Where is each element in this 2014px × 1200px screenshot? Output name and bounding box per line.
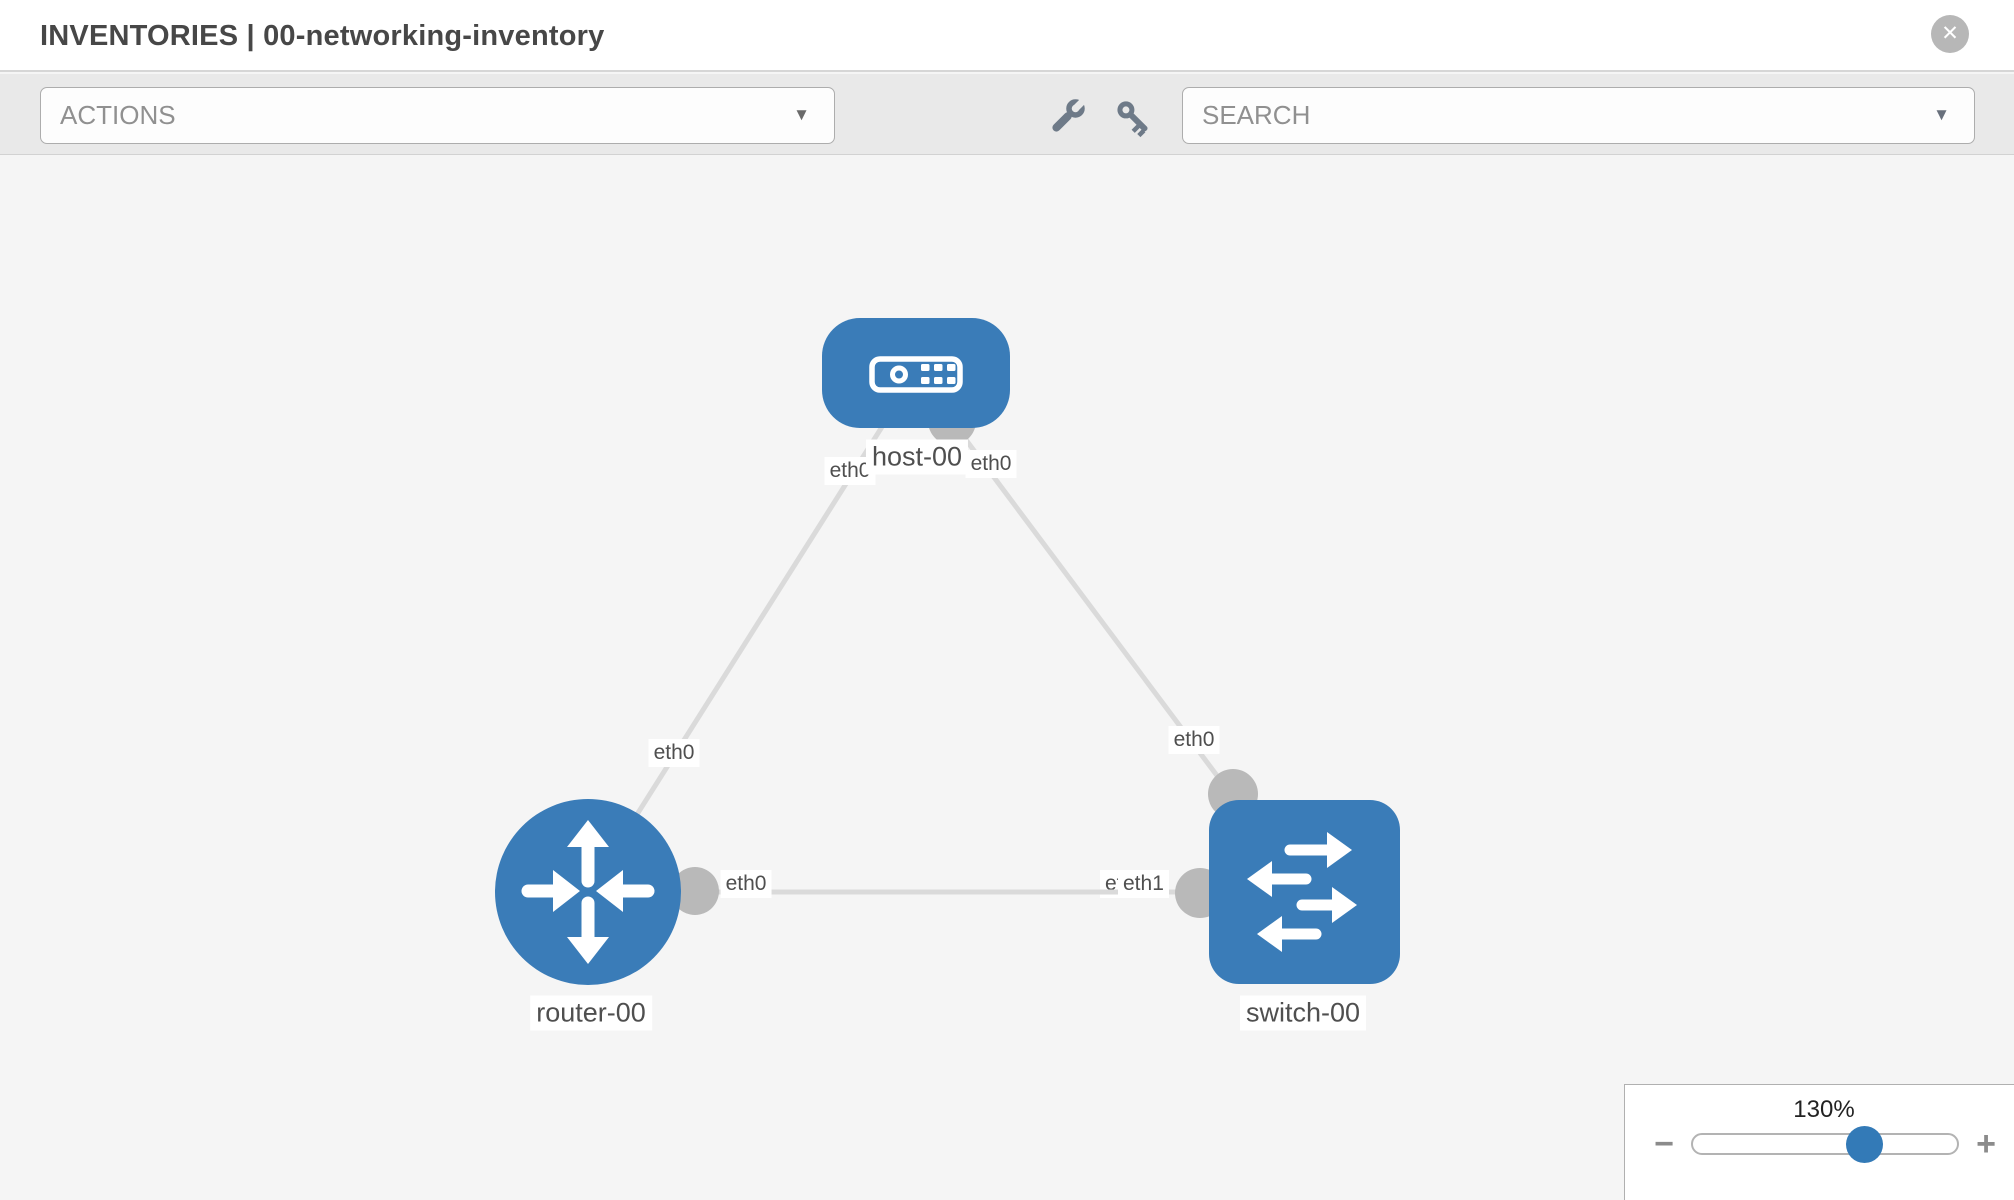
zoom-panel: 130% − + bbox=[1624, 1084, 2014, 1200]
interface-label-router-eth0: eth0 bbox=[720, 870, 772, 898]
close-icon: ✕ bbox=[1941, 22, 1959, 45]
actions-dropdown-label: ACTIONS bbox=[60, 100, 176, 130]
topology-graph bbox=[495, 318, 1400, 985]
search-dropdown[interactable]: SEARCH ▼ bbox=[1182, 87, 1975, 144]
node-switch[interactable] bbox=[1209, 800, 1400, 984]
chevron-down-icon: ▼ bbox=[1933, 104, 1950, 124]
zoom-slider-track[interactable] bbox=[1691, 1133, 1959, 1155]
actions-dropdown[interactable]: ACTIONS ▼ bbox=[40, 87, 835, 144]
interface-label-host-eth0-right: eth0 bbox=[965, 450, 1017, 478]
node-label-host[interactable]: host-00 bbox=[865, 439, 969, 475]
header-bar: INVENTORIES | 00-networking-inventory ✕ bbox=[0, 0, 2014, 72]
node-router[interactable] bbox=[495, 799, 681, 985]
wrench-icon[interactable] bbox=[1039, 89, 1095, 145]
node-label-router[interactable]: router-00 bbox=[530, 995, 652, 1031]
node-label-switch[interactable]: switch-00 bbox=[1239, 995, 1367, 1031]
zoom-in-button[interactable]: + bbox=[1976, 1127, 1996, 1161]
host-icon bbox=[869, 356, 963, 393]
router-icon bbox=[521, 820, 655, 964]
switch-icon bbox=[1247, 832, 1357, 952]
interface-label-link-host-switch: eth0 bbox=[1168, 726, 1220, 754]
zoom-level: 130% bbox=[1793, 1096, 1855, 1123]
interface-label-switch-eth1: eth1 bbox=[1118, 870, 1169, 898]
toolbar: ACTIONS ▼ SEARCH ▼ bbox=[0, 74, 2014, 155]
interface-label-link-host-router: eth0 bbox=[648, 739, 700, 767]
close-button[interactable]: ✕ bbox=[1931, 15, 1969, 53]
page-title: INVENTORIES | 00-networking-inventory bbox=[40, 20, 605, 52]
search-dropdown-label: SEARCH bbox=[1202, 100, 1311, 130]
chevron-down-icon: ▼ bbox=[793, 104, 810, 124]
plus-icon: + bbox=[1976, 1125, 1996, 1163]
minus-icon: − bbox=[1654, 1125, 1674, 1163]
interface-dot-router bbox=[671, 867, 719, 915]
zoom-slider-thumb[interactable] bbox=[1846, 1126, 1883, 1163]
topology-canvas[interactable]: eth0 bbox=[0, 156, 2014, 1200]
zoom-out-button[interactable]: − bbox=[1654, 1127, 1674, 1161]
key-icon[interactable] bbox=[1105, 89, 1161, 145]
node-host[interactable] bbox=[822, 318, 1010, 428]
